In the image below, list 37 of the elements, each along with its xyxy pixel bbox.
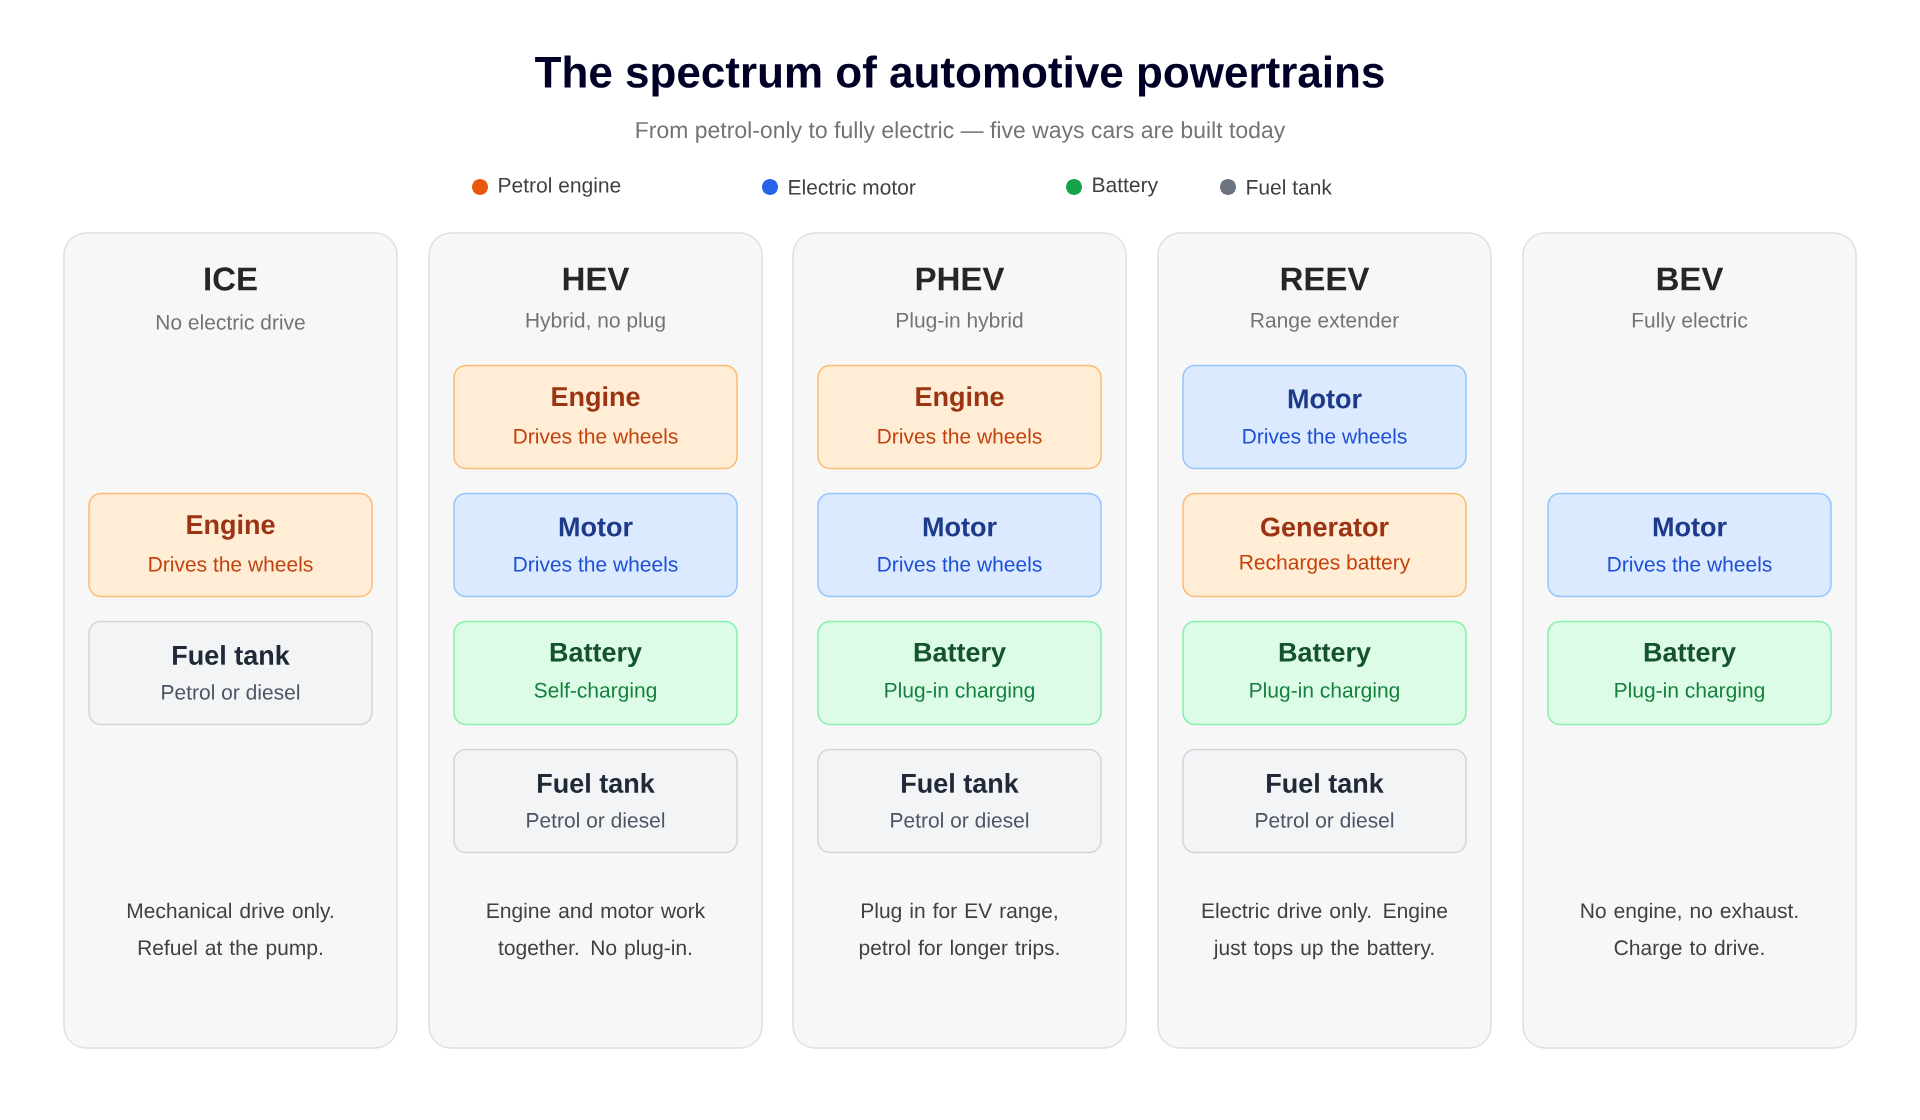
title: The spectrum of automotive powertrains — [535, 55, 1384, 97]
column-note: Mechanical drive only. Refuel at the pump. — [127, 902, 333, 960]
column-subtitle: Fully electric — [1632, 312, 1748, 332]
column-note: No engine, no exhaust. Charge to drive. — [1581, 902, 1798, 960]
component-box: Battery Plug-in charging — [1547, 620, 1832, 726]
column-note: Electric drive only. Engine just tops up the battery. — [1202, 902, 1448, 960]
component-box: Fuel tank Petrol or diesel — [1182, 748, 1467, 854]
column-heading: HEV — [563, 267, 630, 291]
column-subtitle: No electric drive — [156, 314, 305, 330]
component-box: Motor Drives the wheels — [453, 492, 738, 598]
column-subtitle: Range extender — [1251, 312, 1399, 332]
column-heading: PHEV — [916, 267, 1005, 291]
component-box: Engine Drives the wheels — [453, 364, 738, 470]
component-box: Fuel tank Petrol or diesel — [817, 748, 1102, 854]
subtitle: From petrol-only to fully electric — five ways cars are built today — [636, 121, 1286, 143]
component-box: Engine Drives the wheels — [88, 492, 373, 598]
component-box: Fuel tank Petrol or diesel — [453, 748, 738, 854]
component-box: Motor Drives the wheels — [817, 492, 1102, 598]
component-box: Battery Plug-in charging — [1182, 620, 1467, 726]
column-heading: BEV — [1657, 267, 1724, 291]
column-note: Plug in for EV range, petrol for longer trips. — [859, 902, 1059, 960]
legend-label: Battery — [1093, 177, 1159, 197]
component-box: Motor Drives the wheels — [1547, 492, 1832, 598]
legend-label: Petrol engine — [499, 177, 621, 197]
column-note: Engine and motor work together. No plug-in. — [487, 902, 706, 960]
legend-label: Fuel tank — [1247, 179, 1332, 195]
component-box: Battery Self-charging — [453, 620, 738, 726]
component-box: Engine Drives the wheels — [817, 364, 1102, 470]
component-box: Generator Recharges battery — [1182, 492, 1467, 598]
component-box: Motor Drives the wheels — [1182, 364, 1467, 470]
column-heading: ICE — [205, 267, 257, 291]
column-heading: REEV — [1281, 267, 1370, 291]
component-box: Fuel tank Petrol or diesel — [88, 620, 373, 726]
column-subtitle: Plug-in hybrid — [897, 312, 1023, 332]
component-box: Battery Plug-in charging — [817, 620, 1102, 726]
column-subtitle: Hybrid, no plug — [526, 312, 665, 332]
legend-label: Electric motor — [789, 179, 916, 195]
